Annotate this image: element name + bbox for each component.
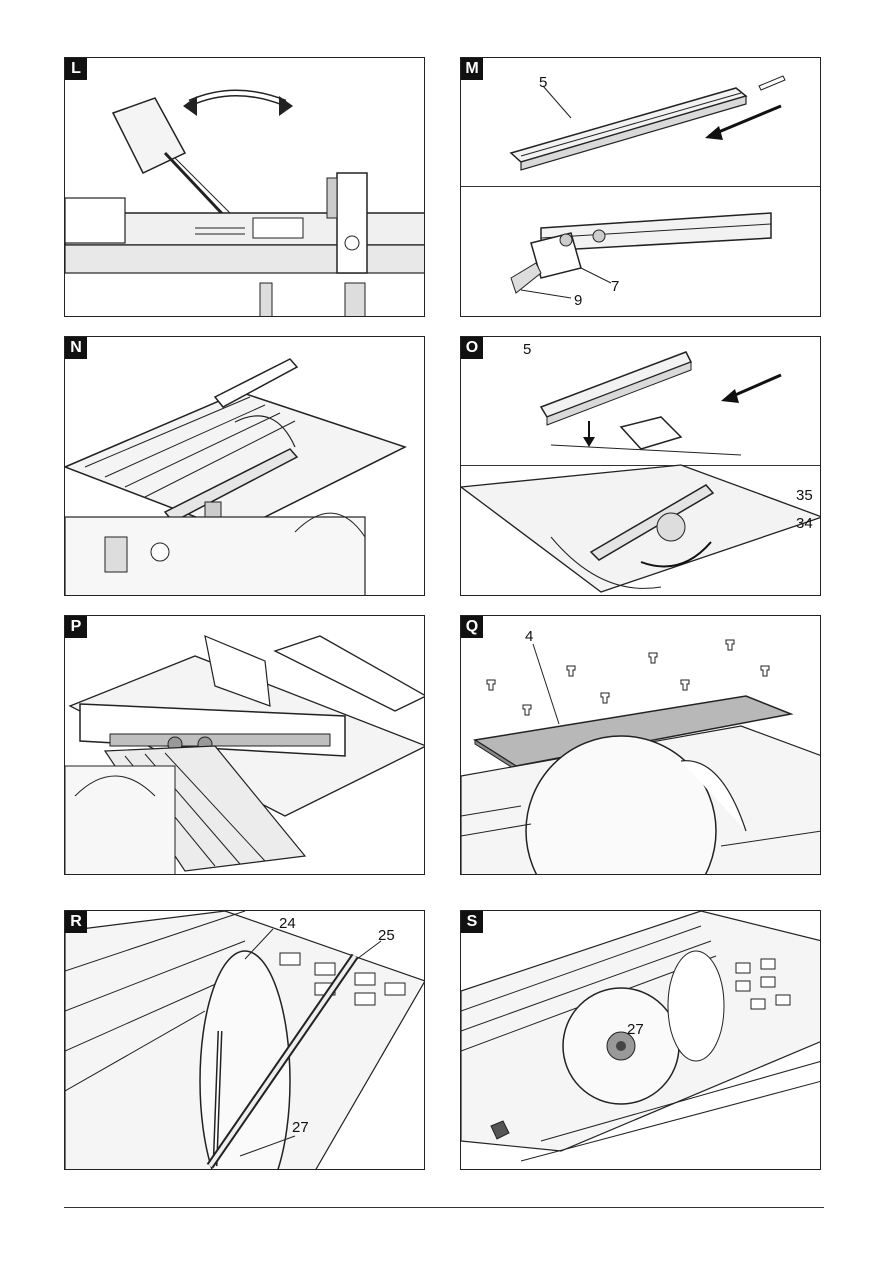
callout-number: 24 (279, 915, 296, 932)
mitre-gauge-assembly-illustration (461, 337, 821, 596)
figure-panel-m: M 5 7 9 (460, 57, 821, 317)
panel-label: L (65, 58, 87, 80)
rip-fence-assembly-illustration (461, 58, 821, 317)
figure-panel-r: R 24 25 27 (64, 910, 425, 1170)
callout-number: 27 (627, 1021, 644, 1038)
table-extension-illustration (65, 616, 425, 875)
callout-number: 34 (796, 515, 813, 532)
footer-rule (64, 1207, 824, 1208)
panel-label: O (461, 337, 483, 359)
callout-number: 25 (378, 927, 395, 944)
panel-label: P (65, 616, 87, 638)
callout-number: 27 (292, 1119, 309, 1136)
panel-label: M (461, 58, 483, 80)
figure-panel-o: O 5 35 34 (460, 336, 821, 596)
table-insert-plate-illustration (461, 616, 821, 875)
callout-number: 4 (525, 628, 533, 645)
panel-label: Q (461, 616, 483, 638)
table-saw-fence-mount-illustration (65, 337, 425, 596)
blade-installed-illustration (461, 911, 821, 1170)
figure-panel-p: P (64, 615, 425, 875)
figure-panel-l: L (64, 57, 425, 317)
callout-number: 5 (539, 74, 547, 91)
panel-label: S (461, 911, 483, 933)
figure-panel-n: N (64, 336, 425, 596)
panel-label: R (65, 911, 87, 933)
callout-number: 9 (574, 292, 582, 309)
callout-number: 5 (523, 341, 531, 358)
blade-wrench-illustration (65, 911, 425, 1170)
saw-blade-guard-illustration (65, 58, 425, 317)
panel-label: N (65, 337, 87, 359)
callout-number: 7 (611, 278, 619, 295)
callout-number: 35 (796, 487, 813, 504)
figure-panel-s: S 27 (460, 910, 821, 1170)
figure-panel-q: Q 4 (460, 615, 821, 875)
